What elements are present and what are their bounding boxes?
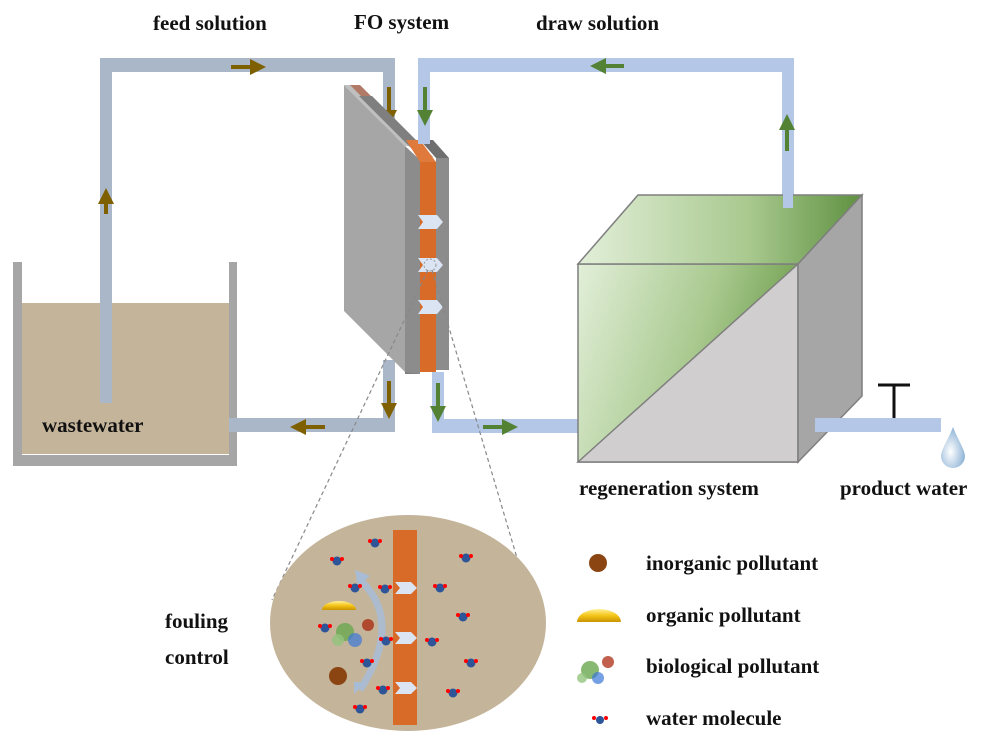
water-molecule — [360, 658, 374, 668]
legend-organic-pollutant-icon — [577, 609, 621, 622]
inorganic-pollutant-icon — [329, 667, 347, 685]
water-molecule — [425, 637, 439, 647]
water-molecule — [433, 583, 447, 593]
water-molecule — [456, 612, 470, 622]
wastewater-tank: wastewater — [13, 262, 237, 466]
legend-water-molecule-icon — [592, 716, 608, 724]
water-molecule — [376, 685, 390, 695]
water-molecule — [368, 538, 382, 548]
water-molecule — [379, 636, 393, 646]
fo-membrane-module — [344, 85, 449, 374]
product-water-label: product water — [840, 476, 967, 500]
legend: inorganic pollutant organic pollutant bi… — [577, 551, 819, 730]
water-molecule — [464, 658, 478, 668]
zoom-guide-lines — [271, 269, 526, 601]
biological-pollutant-icon — [332, 619, 374, 647]
wastewater-label: wastewater — [42, 413, 143, 437]
regeneration-system-label: regeneration system — [579, 476, 759, 500]
fo-system-label: FO system — [354, 10, 450, 34]
feed-flow-arrows — [98, 59, 397, 435]
product-water-outlet — [815, 383, 965, 468]
water-drop-icon — [941, 427, 965, 468]
water-molecule — [348, 583, 362, 593]
legend-label-inorganic: inorganic pollutant — [646, 551, 818, 575]
legend-biological-pollutant-icon — [577, 656, 614, 684]
legend-label-organic: organic pollutant — [646, 603, 801, 627]
legend-inorganic-pollutant-icon — [589, 554, 607, 572]
fouling-label-line1: fouling — [165, 609, 229, 633]
water-flux-chevrons — [418, 215, 443, 314]
water-molecule — [353, 704, 367, 714]
organic-pollutant-icon — [322, 601, 356, 610]
water-molecule — [378, 584, 392, 594]
water-molecule — [318, 623, 332, 633]
draw-flow-arrows — [417, 58, 795, 435]
water-molecules — [318, 538, 478, 714]
water-molecule — [459, 553, 473, 563]
water-molecule — [330, 556, 344, 566]
fouling-label-line2: control — [165, 645, 229, 669]
legend-label-water: water molecule — [646, 706, 781, 730]
legend-label-biological: biological pollutant — [646, 654, 819, 678]
fouling-control-detail — [270, 515, 546, 731]
draw-solution-label: draw solution — [536, 11, 659, 35]
feed-solution-label: feed solution — [153, 11, 267, 35]
water-molecule — [446, 688, 460, 698]
regeneration-system-cube — [576, 190, 864, 464]
